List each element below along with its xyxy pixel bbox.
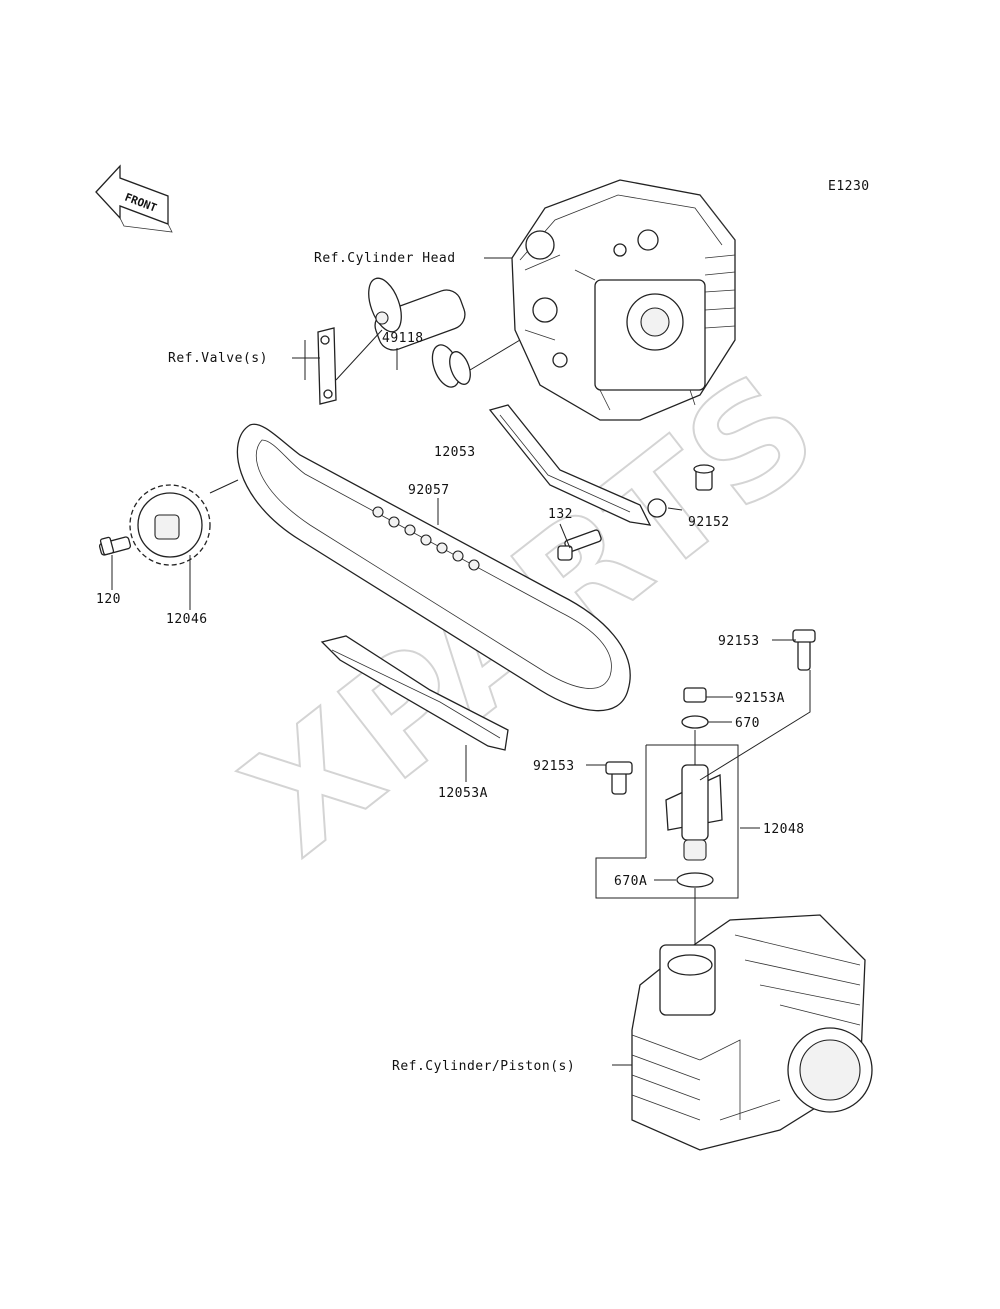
- chain-guide-upper-drawing: [488, 404, 667, 526]
- collar-92152-drawing: [693, 464, 715, 491]
- label-92153-left: 92153: [533, 759, 575, 774]
- bolt-132-drawing: [557, 529, 602, 561]
- label-12053: 12053: [434, 445, 476, 460]
- label-12053a: 12053A: [438, 786, 488, 801]
- cam-chain-drawing: [236, 423, 631, 712]
- diagram-code: E1230: [828, 179, 870, 194]
- chain-links: [372, 506, 480, 571]
- label-670: 670: [735, 716, 760, 731]
- label-ref-valves: Ref.Valve(s): [168, 351, 268, 366]
- sprocket-drawing: [129, 484, 211, 566]
- label-670a: 670A: [614, 874, 647, 889]
- label-92057: 92057: [408, 483, 450, 498]
- label-49118: 49118: [382, 331, 424, 346]
- label-ref-cylinder-piston: Ref.Cylinder/Piston(s): [392, 1059, 575, 1074]
- front-arrow-icon: FRONT: [95, 164, 173, 233]
- chain-guide-lower-drawing: [320, 635, 509, 751]
- label-12048: 12048: [763, 822, 805, 837]
- cylinder-head-drawing: [511, 179, 736, 421]
- label-ref-cylinder-head: Ref.Cylinder Head: [314, 251, 456, 266]
- camshaft-drawing: [368, 277, 471, 388]
- label-92153a: 92153A: [735, 691, 785, 706]
- cylinder-block-drawing: [631, 914, 873, 1151]
- leader-lines: [111, 257, 811, 1066]
- tensioner-drawing: [605, 629, 816, 888]
- label-12046: 12046: [166, 612, 208, 627]
- label-120: 120: [96, 592, 121, 607]
- label-132: 132: [548, 507, 573, 522]
- label-92152: 92152: [688, 515, 730, 530]
- label-92153-top: 92153: [718, 634, 760, 649]
- bolt-120-drawing: [98, 536, 132, 556]
- valve-plate-drawing: [317, 327, 337, 405]
